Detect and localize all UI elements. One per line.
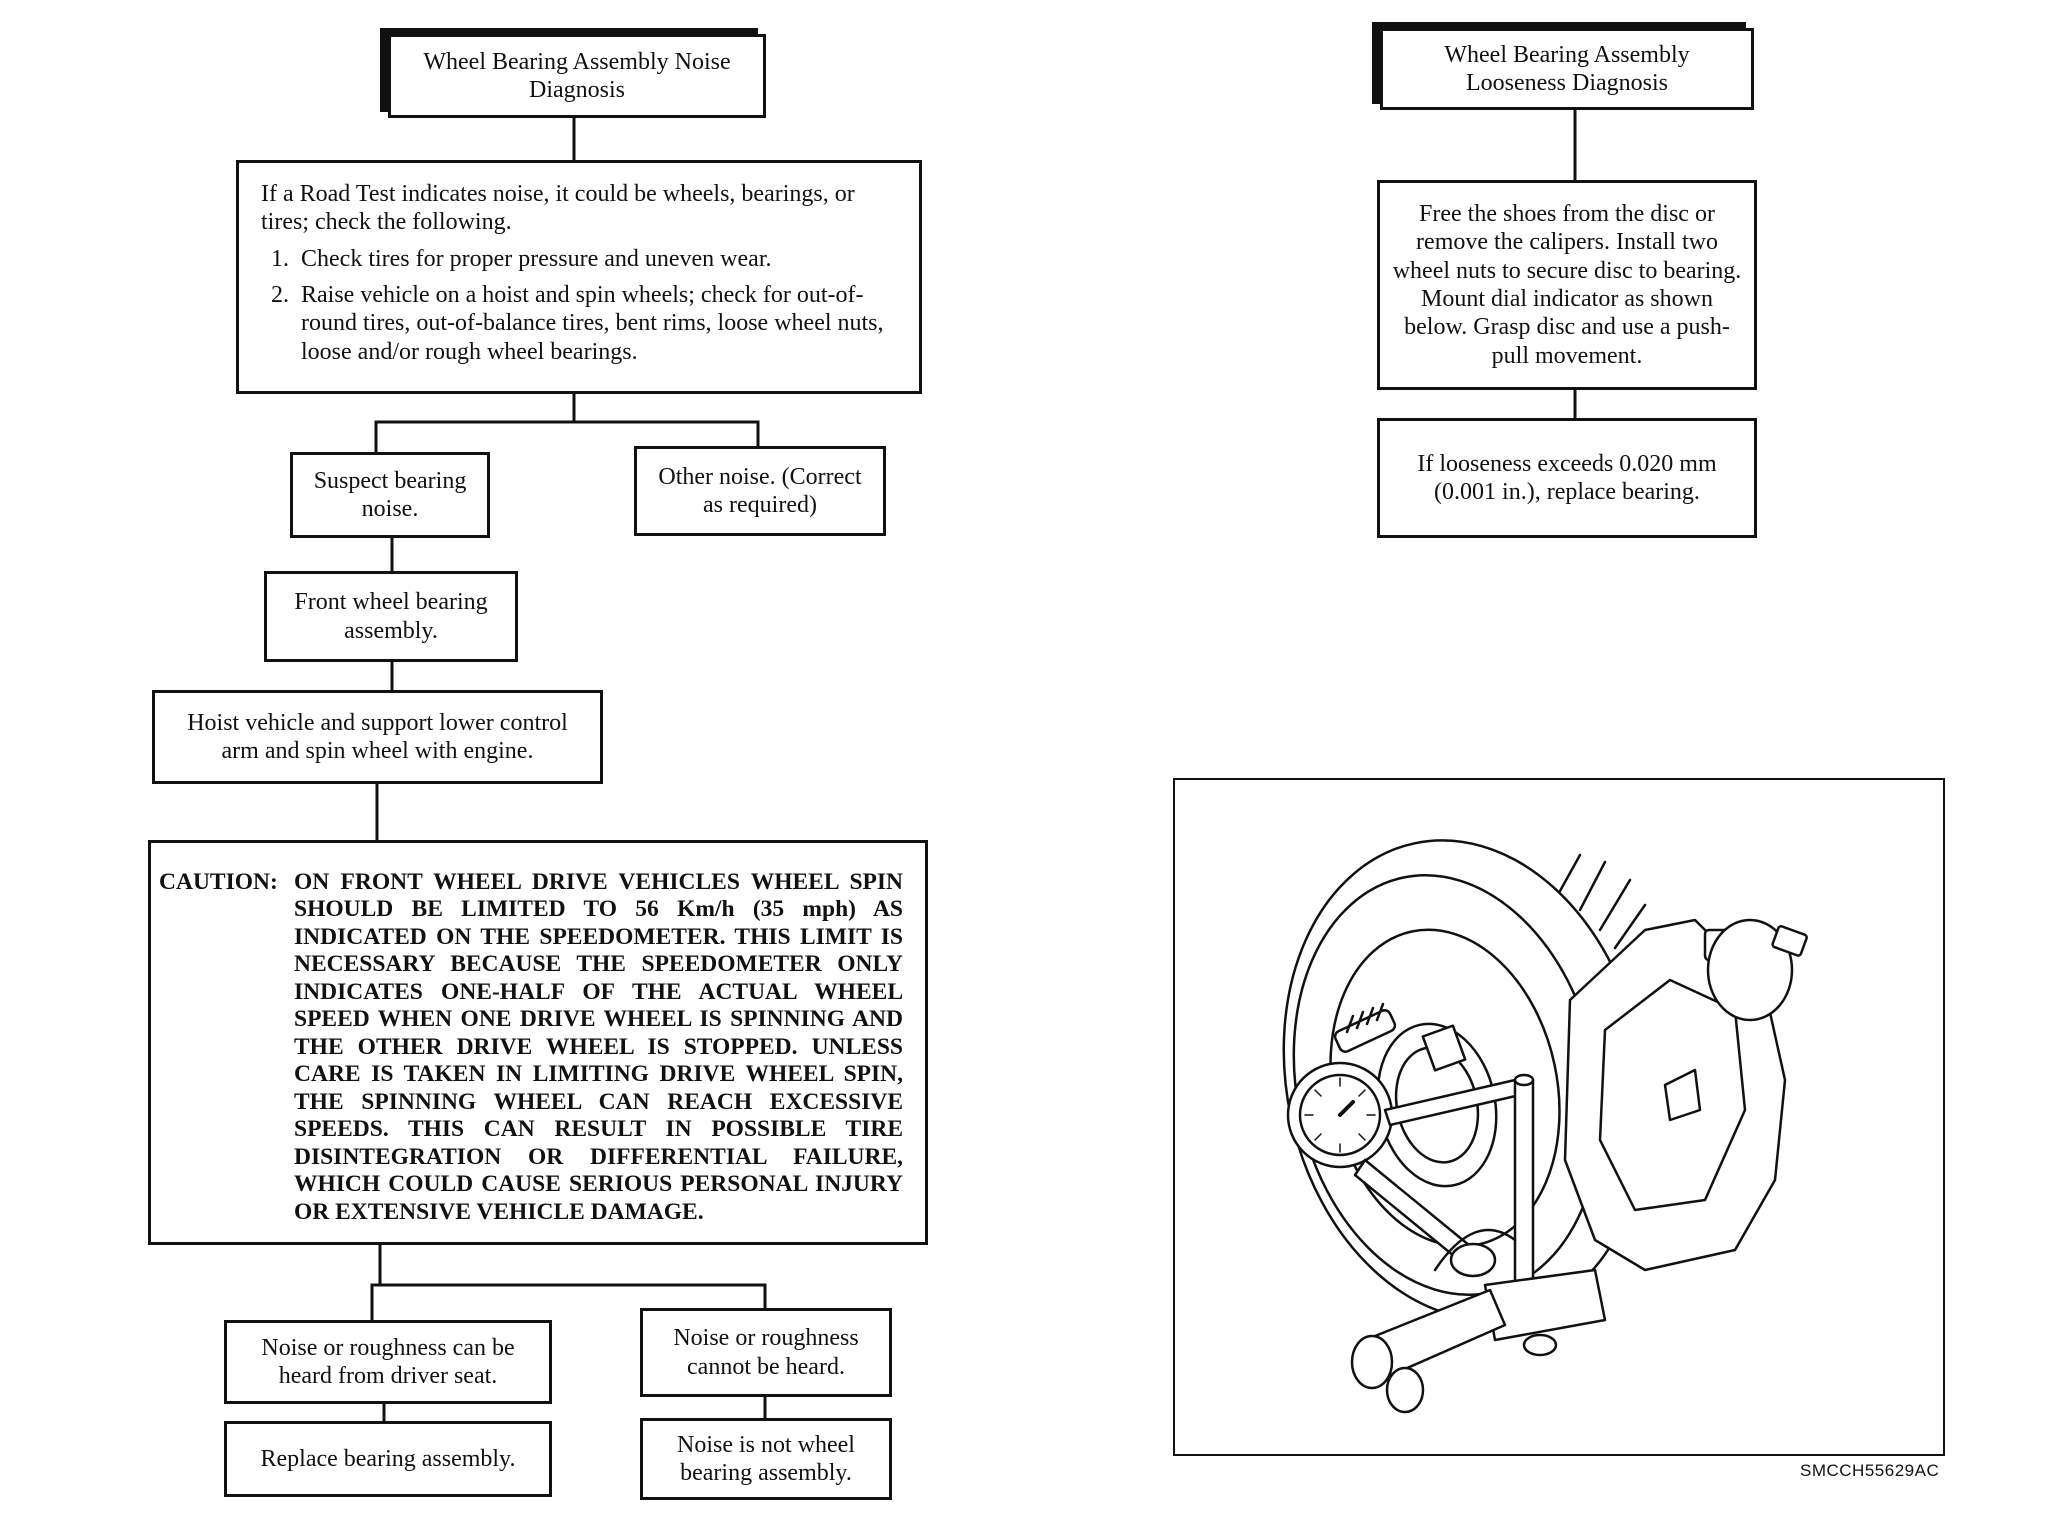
dial-gauge-ticks — [1304, 1077, 1376, 1153]
connector-caution-to-not-heard — [380, 1283, 767, 1308]
connector-caution-to-heard — [370, 1245, 382, 1320]
clamp-knob — [1449, 1242, 1497, 1278]
front-wheel-box: Front wheel bearing assembly. — [264, 571, 518, 662]
looseness-title-text: Wheel Bearing Assembly Looseness Diagnos… — [1444, 41, 1690, 96]
check-list: Check tires for proper pressure and unev… — [261, 245, 897, 374]
dial-gauge-needle — [1338, 1100, 1355, 1117]
looseness-limit-text: If looseness exceeds 0.020 mm (0.001 in.… — [1417, 450, 1717, 505]
threaded-stud — [1333, 1002, 1397, 1053]
connector-intro-to-suspect — [374, 394, 576, 452]
looseness-procedure-box: Free the shoes from the disc or remove t… — [1377, 180, 1757, 390]
handle-end — [1350, 1334, 1394, 1390]
bleeder-screw — [1771, 925, 1808, 957]
heard-from-seat-text: Noise or roughness can be heard from dri… — [261, 1334, 515, 1389]
stud-line — [1598, 878, 1632, 932]
base-foot — [1522, 1333, 1558, 1357]
cannot-be-heard-text: Noise or roughness cannot be heard. — [673, 1325, 859, 1380]
caliper-piston-housing — [1706, 918, 1794, 1022]
caution-text: ON FRONT WHEEL DRIVE VEHICLES WHEEL SPIN… — [294, 868, 903, 1225]
check-step-1: Check tires for proper pressure and unev… — [295, 245, 897, 273]
other-noise-text: Other noise. (Correct as required) — [658, 463, 862, 518]
not-bearing-box: Noise is not wheel bearing assembly. — [640, 1418, 892, 1500]
suspect-bearing-box: Suspect bearing noise. — [290, 452, 490, 538]
caliper-slot — [1663, 1068, 1702, 1122]
stud-line — [1578, 860, 1607, 912]
base-knob — [1385, 1366, 1425, 1414]
connector-intro-to-other — [574, 420, 760, 446]
brake-disc-dial-indicator-drawing — [1282, 839, 1808, 1414]
dial-indicator-illustration — [1173, 778, 1945, 1456]
looseness-procedure-text: Free the shoes from the disc or remove t… — [1392, 201, 1742, 369]
looseness-limit-box: If looseness exceeds 0.020 mm (0.001 in.… — [1377, 418, 1757, 538]
heard-from-seat-box: Noise or roughness can be heard from dri… — [224, 1320, 552, 1404]
caution-row: CAUTION: ON FRONT WHEEL DRIVE VEHICLES W… — [159, 869, 903, 1226]
contact-point — [1433, 1228, 1517, 1272]
suspect-bearing-text: Suspect bearing noise. — [313, 467, 467, 522]
road-test-intro: If a Road Test indicates noise, it could… — [261, 181, 855, 236]
indicator-post — [1513, 1078, 1535, 1312]
looseness-diagnosis-title: Wheel Bearing Assembly Looseness Diagnos… — [1380, 28, 1754, 110]
noise-diagnosis-title: Wheel Bearing Assembly Noise Diagnosis — [388, 34, 766, 118]
front-wheel-text: Front wheel bearing assembly. — [294, 589, 488, 644]
stud-line — [1613, 903, 1647, 950]
caution-label: CAUTION: — [159, 868, 278, 895]
hoist-vehicle-text: Hoist vehicle and support lower control … — [187, 709, 568, 764]
post-top — [1513, 1073, 1535, 1087]
replace-bearing-box: Replace bearing assembly. — [224, 1421, 552, 1497]
not-bearing-text: Noise is not wheel bearing assembly. — [677, 1431, 855, 1486]
check-step-2: Raise vehicle on a hoist and spin wheels… — [295, 281, 897, 366]
road-test-box: If a Road Test indicates noise, it could… — [236, 160, 922, 394]
figure-id: SMCCH55629AC — [1800, 1461, 1940, 1480]
caution-box: CAUTION: ON FRONT WHEEL DRIVE VEHICLES W… — [148, 840, 928, 1245]
replace-bearing-text: Replace bearing assembly. — [260, 1445, 516, 1472]
cannot-be-heard-box: Noise or roughness cannot be heard. — [640, 1308, 892, 1397]
other-noise-box: Other noise. (Correct as required) — [634, 446, 886, 536]
hoist-vehicle-box: Hoist vehicle and support lower control … — [152, 690, 603, 784]
wheel-nut — [1421, 1024, 1467, 1072]
noise-title-text: Wheel Bearing Assembly Noise Diagnosis — [423, 48, 731, 103]
